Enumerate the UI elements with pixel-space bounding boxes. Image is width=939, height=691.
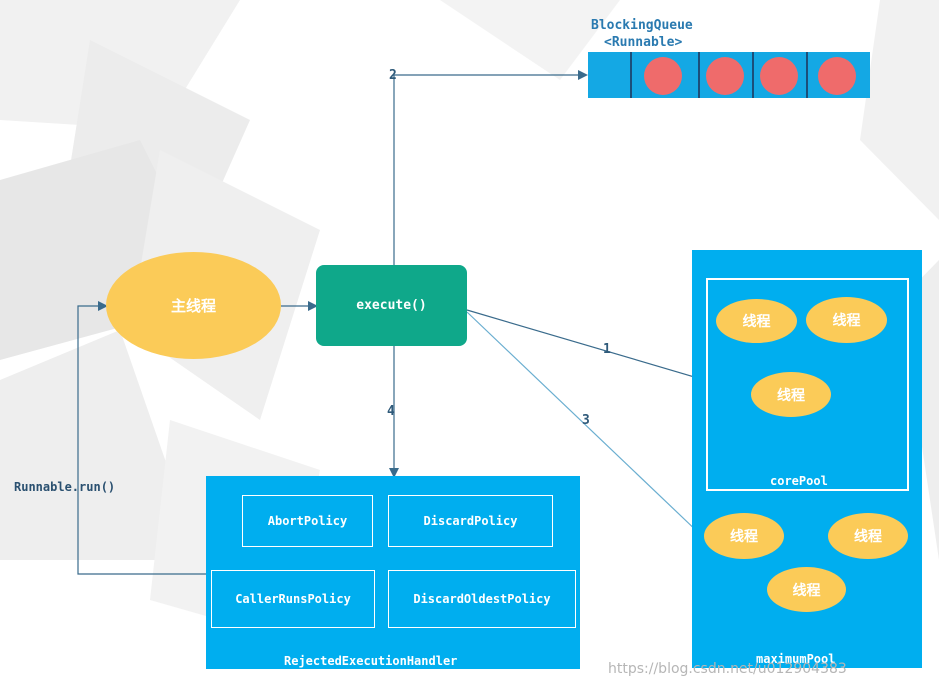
execute-label: execute()	[356, 298, 427, 313]
edge-execute-to-queue	[393, 70, 588, 265]
core-thread: 线程	[751, 372, 831, 417]
core-thread: 线程	[716, 299, 797, 343]
runnable-run-label: Runnable.run()	[14, 480, 116, 494]
core-pool-label: corePool	[770, 474, 828, 488]
core-thread: 线程	[806, 297, 887, 343]
edge-label-2: 2	[389, 68, 397, 83]
queued-task	[760, 57, 798, 95]
blocking-queue-type: <Runnable>	[604, 35, 683, 50]
rejected-handler-label: RejectedExecutionHandler	[284, 654, 458, 668]
main-thread-node: 主线程	[106, 252, 281, 359]
blocking-queue-title: BlockingQueue	[591, 18, 693, 33]
edge-label-1: 1	[603, 342, 611, 357]
edge-label-3: 3	[582, 413, 590, 428]
edge-run-back-to-main	[77, 301, 206, 575]
rejected-execution-handler	[206, 476, 580, 669]
watermark: https://blog.csdn.net/u012904383	[608, 661, 847, 677]
queue-slot-divider	[806, 52, 808, 98]
edge-label-4: 4	[387, 404, 395, 419]
execute-node: execute()	[316, 265, 467, 346]
extra-thread: 线程	[828, 513, 908, 559]
core-pool	[706, 278, 909, 491]
extra-thread: 线程	[704, 513, 784, 559]
discard-oldest-policy: DiscardOldestPolicy	[388, 570, 576, 628]
extra-thread: 线程	[767, 567, 846, 612]
discard-policy: DiscardPolicy	[388, 495, 553, 547]
edge-execute-to-max	[466, 311, 704, 538]
caller-runs-policy: CallerRunsPolicy	[211, 570, 375, 628]
maximum-pool-label: maximumPool	[756, 652, 836, 666]
abort-policy: AbortPolicy	[242, 495, 373, 547]
queued-task	[818, 57, 856, 95]
queue-slot-divider	[698, 52, 700, 98]
queue-slot-divider	[630, 52, 632, 98]
queued-task	[706, 57, 744, 95]
queued-task	[644, 57, 682, 95]
main-thread-label: 主线程	[170, 297, 216, 315]
queue-slot-divider	[752, 52, 754, 98]
blocking-queue	[588, 52, 870, 98]
